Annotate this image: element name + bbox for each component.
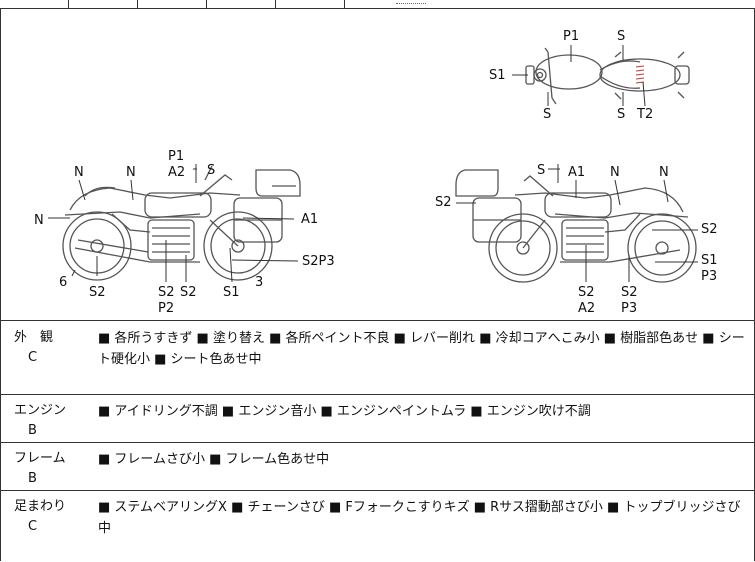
- condition-row-engine: エンジン B ■ アイドリング不調 ■ エンジン音小 ■ エンジンペイントムラ …: [0, 394, 755, 443]
- sheet-left-border: [0, 8, 1, 561]
- row-category: エンジン B: [14, 401, 84, 441]
- label-right-p3-bottom: P3: [621, 301, 638, 316]
- label-top-s-lower-left: S: [543, 107, 552, 122]
- row-category: フレーム B: [14, 449, 84, 489]
- label-left-s2-b: S2: [158, 285, 175, 300]
- row-notes: ■ アイドリング不調 ■ エンジン音小 ■ エンジンペイントムラ ■ エンジン吹…: [98, 404, 591, 419]
- row-category: 外 観 C: [14, 328, 84, 368]
- row-category: 足まわり C: [14, 497, 84, 537]
- category-name: フレーム: [14, 451, 66, 466]
- label-left-a2: A2: [168, 165, 186, 180]
- category-name: 足まわり: [14, 499, 67, 514]
- category-grade: C: [28, 519, 38, 534]
- condition-row-suspension: 足まわり C ■ ステムベアリングX ■ チェーンさび ■ Fフォークこすりキズ…: [0, 490, 755, 562]
- category-grade: B: [28, 423, 37, 438]
- table-divider: [344, 0, 345, 8]
- label-right-a2: A2: [578, 301, 596, 316]
- table-divider: [206, 0, 207, 8]
- label-right-s: S: [537, 163, 546, 178]
- table-divider: [275, 0, 276, 8]
- label-left-n1: N: [74, 165, 84, 180]
- label-right-s1: S1: [701, 253, 718, 268]
- label-top-p1: P1: [563, 29, 580, 44]
- row-notes: ■ ステムベアリングX ■ チェーンさび ■ Fフォークこすりキズ ■ Rサス摺…: [98, 500, 741, 536]
- top-table-strip: [0, 0, 755, 9]
- motorcycle-damage-diagram: [48, 45, 698, 283]
- label-left-s1: S1: [223, 285, 240, 300]
- row-notes: ■ フレームさび小 ■ フレーム色あせ中: [98, 452, 330, 467]
- label-right-n2: N: [659, 165, 669, 180]
- diagram-panel: P1 S S1 S S T2 P1 A2 S N N N A1 S2P3 6 S…: [0, 8, 755, 320]
- label-left-a1: A1: [301, 212, 319, 227]
- label-right-s2-right: S2: [701, 222, 718, 237]
- condition-row-exterior: 外 観 C ■ 各所うすきず ■ 塗り替え ■ 各所ペイント不良 ■ レバー削れ…: [0, 320, 755, 395]
- label-right-p3-side: P3: [701, 269, 718, 284]
- label-left-s2p3: S2P3: [302, 254, 335, 269]
- t2-marks: [635, 65, 645, 84]
- top-view-motorcycle: [525, 47, 690, 105]
- label-left-p2: P2: [158, 301, 175, 316]
- label-right-s2-b: S2: [621, 285, 638, 300]
- label-left-s2-a: S2: [89, 285, 106, 300]
- label-left-n3: N: [34, 213, 44, 228]
- label-left-6: 6: [59, 275, 68, 290]
- left-side-view-motorcycle: [62, 165, 301, 281]
- right-side-view-motorcycle: [455, 169, 697, 283]
- label-right-n1: N: [610, 165, 620, 180]
- label-left-s: S: [207, 163, 216, 178]
- cut-text-fragment: [396, 0, 426, 4]
- label-top-t2: T2: [637, 107, 654, 122]
- label-right-s2-a: S2: [578, 285, 595, 300]
- table-divider: [137, 0, 138, 8]
- label-left-p1: P1: [168, 149, 185, 164]
- label-right-s2-left: S2: [435, 195, 452, 210]
- label-left-s2-c: S2: [180, 285, 197, 300]
- label-top-s: S: [617, 29, 626, 44]
- category-grade: B: [28, 471, 37, 486]
- label-top-s-lower-right: S: [617, 107, 626, 122]
- label-top-s1: S1: [489, 68, 506, 83]
- label-left-3: 3: [255, 275, 264, 290]
- label-left-n2: N: [126, 165, 136, 180]
- category-name: 外 観: [14, 330, 54, 345]
- row-notes: ■ 各所うすきず ■ 塗り替え ■ 各所ペイント不良 ■ レバー削れ ■ 冷却コ…: [98, 331, 745, 367]
- category-grade: C: [28, 350, 38, 365]
- table-divider: [68, 0, 69, 8]
- condition-row-frame: フレーム B ■ フレームさび小 ■ フレーム色あせ中: [0, 442, 755, 491]
- category-name: エンジン: [14, 403, 67, 418]
- label-right-a1: A1: [568, 165, 586, 180]
